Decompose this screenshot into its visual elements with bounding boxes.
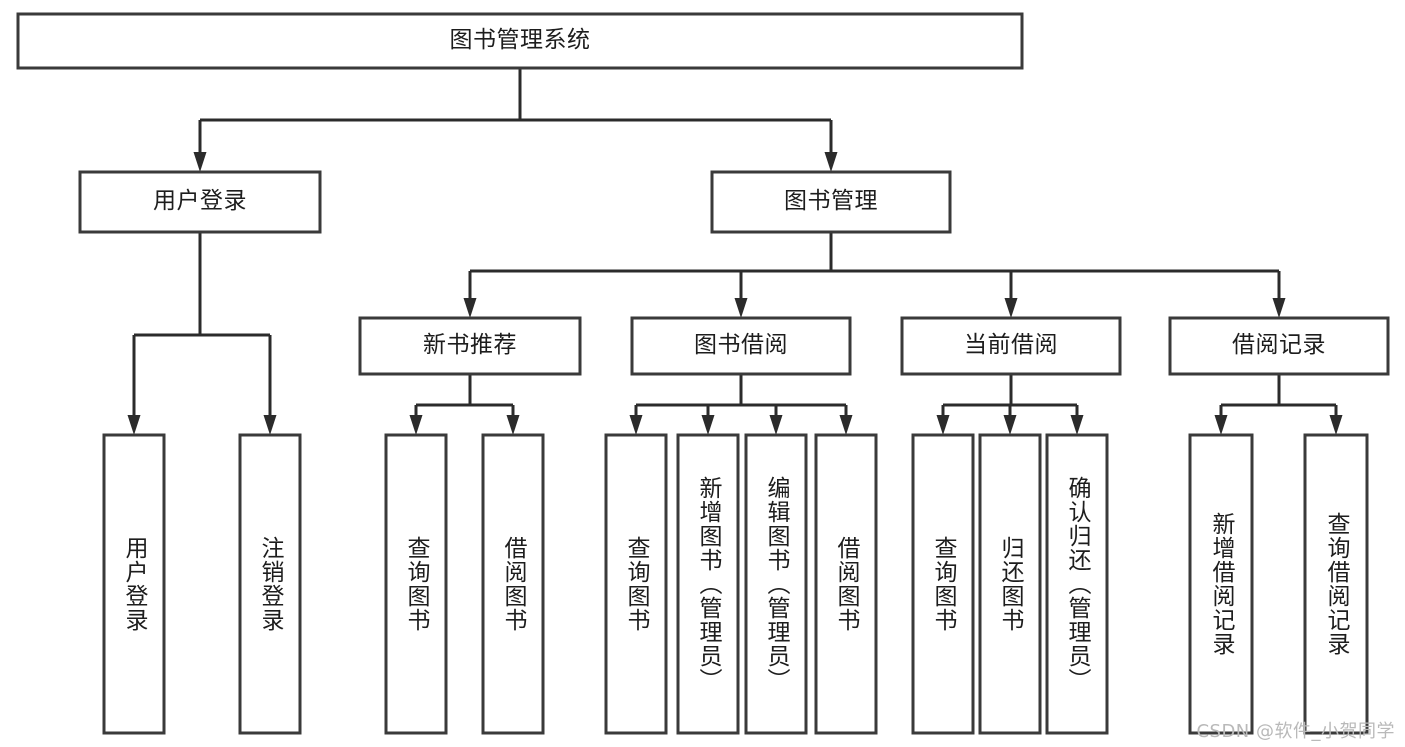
arrow-head-icon	[936, 415, 950, 435]
arrow-head-icon	[629, 415, 643, 435]
arrow-head-icon	[506, 415, 520, 435]
arrow-head-icon	[127, 415, 141, 435]
arrow-head-icon	[409, 415, 423, 435]
edge-group-borrow-record	[1214, 374, 1343, 435]
arrow-head-icon	[1003, 415, 1017, 435]
node-box-leaf-current-confirm[interactable]	[1045, 433, 1109, 735]
arrow-head-icon	[824, 152, 838, 172]
arrow-head-icon	[1272, 298, 1286, 318]
edge-group-user-login	[127, 232, 277, 435]
node-box-leaf-rec-borrow[interactable]	[481, 433, 545, 735]
arrow-head-icon	[263, 415, 277, 435]
node-box-leaf-borrow-add[interactable]	[676, 433, 740, 735]
node-box-leaf-current-return[interactable]	[978, 433, 1042, 735]
node-box-leaf-current-query[interactable]	[911, 433, 975, 735]
node-box-book-borrow[interactable]	[630, 316, 852, 376]
arrow-head-icon	[193, 152, 207, 172]
arrow-head-icon	[463, 298, 477, 318]
edge-group-new-book-rec	[409, 374, 520, 435]
node-box-leaf-user-logout[interactable]	[238, 433, 302, 735]
arrow-head-icon	[1070, 415, 1084, 435]
edge-group-current-borrow	[936, 374, 1084, 435]
node-box-leaf-record-add[interactable]	[1188, 433, 1254, 735]
edge-group-book-borrow	[629, 374, 853, 435]
arrow-head-icon	[1329, 415, 1343, 435]
arrow-head-icon	[1214, 415, 1228, 435]
node-layer	[16, 12, 1390, 735]
node-box-leaf-borrow-query[interactable]	[604, 433, 668, 735]
node-box-user-login[interactable]	[78, 170, 322, 234]
node-box-borrow-record[interactable]	[1168, 316, 1390, 376]
node-box-new-book-rec[interactable]	[358, 316, 582, 376]
node-box-book-manage[interactable]	[710, 170, 952, 234]
node-box-leaf-rec-query[interactable]	[384, 433, 448, 735]
node-box-leaf-user-login[interactable]	[102, 433, 166, 735]
arrow-head-icon	[701, 415, 715, 435]
arrow-head-icon	[734, 298, 748, 318]
arrow-head-icon	[769, 415, 783, 435]
node-box-leaf-borrow-edit[interactable]	[744, 433, 808, 735]
node-box-root[interactable]	[16, 12, 1024, 70]
node-box-current-borrow[interactable]	[900, 316, 1122, 376]
node-box-leaf-borrow-lend[interactable]	[814, 433, 878, 735]
edge-layer	[127, 68, 1343, 435]
edge-group-root	[193, 68, 838, 172]
edge-group-book-manage	[463, 232, 1286, 318]
node-box-leaf-record-query[interactable]	[1303, 433, 1369, 735]
arrow-head-icon	[1004, 298, 1018, 318]
arrow-head-icon	[839, 415, 853, 435]
